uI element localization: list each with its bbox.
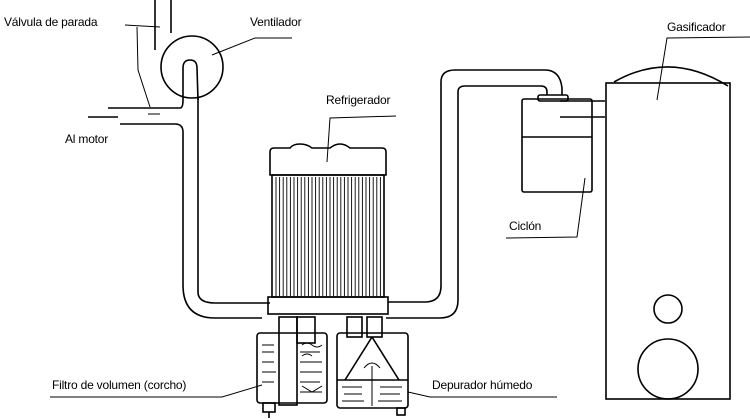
fan-to-filter-pipe bbox=[88, 98, 270, 319]
cork-filter bbox=[256, 316, 328, 418]
label-cork-filter: Filtro de volumen (corcho) bbox=[52, 378, 187, 392]
upper-pipe bbox=[154, 0, 172, 50]
gasifier-leader bbox=[656, 36, 750, 101]
scrubber-leader bbox=[407, 391, 557, 398]
fan-leader bbox=[211, 37, 292, 56]
label-valve: Válvula de parada bbox=[4, 15, 98, 29]
cyclone-to-scrubber-pipe bbox=[386, 69, 563, 319]
cyclone bbox=[521, 94, 605, 193]
label-wet-scrubber: Depurador húmedo bbox=[432, 378, 533, 392]
wet-scrubber bbox=[336, 316, 409, 416]
fan-housing bbox=[160, 35, 224, 99]
label-fan: Ventilador bbox=[250, 15, 302, 29]
filter-leader bbox=[50, 384, 263, 398]
label-cooler: Refrigerador bbox=[326, 93, 391, 107]
label-gasifier: Gasificador bbox=[667, 20, 726, 34]
label-cyclone: Ciclón bbox=[509, 219, 542, 233]
cooler-leader bbox=[326, 115, 397, 163]
fan-inner-pipe bbox=[182, 59, 199, 101]
gasifier bbox=[605, 66, 731, 400]
cooler bbox=[267, 143, 389, 315]
cyclone-leader bbox=[505, 177, 586, 239]
valve-leader bbox=[124, 24, 161, 108]
label-motor: Al motor bbox=[65, 132, 109, 146]
